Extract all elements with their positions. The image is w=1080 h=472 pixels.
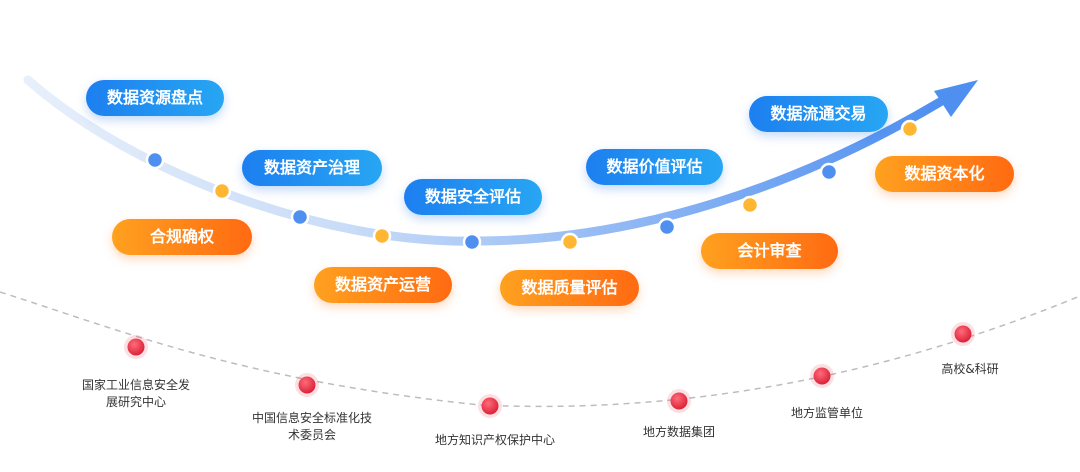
org-node xyxy=(127,338,145,356)
org-node xyxy=(670,392,688,410)
org-label: 中国信息安全标准化技 术委员会 xyxy=(251,411,372,442)
stage-data-security-assessment: 数据安全评估 xyxy=(404,179,542,215)
path-node-orange xyxy=(372,226,392,246)
org-label: 地方知识产权保护中心 xyxy=(434,433,555,447)
stage-compliance-rights: 合规确权 xyxy=(112,219,252,255)
growth-arrow-head xyxy=(934,80,978,117)
path-node-blue xyxy=(819,162,839,182)
stage-data-asset-governance: 数据资产治理 xyxy=(242,150,382,186)
path-node-orange xyxy=(900,119,920,139)
org-label: 地方数据集团 xyxy=(642,425,715,439)
stage-accounting-review: 会计审查 xyxy=(701,233,838,269)
stage-data-asset-operation: 数据资产运营 xyxy=(314,267,452,303)
path-node-orange xyxy=(560,232,580,252)
stage-data-quality-assessment: 数据质量评估 xyxy=(500,270,639,306)
org-label: 地方监管单位 xyxy=(790,406,863,420)
organization-arc xyxy=(0,291,1080,408)
path-node-blue xyxy=(145,150,165,170)
path-node-blue xyxy=(290,207,310,227)
path-node-blue xyxy=(657,217,677,237)
path-node-orange xyxy=(740,195,760,215)
org-label: 高校&科研 xyxy=(941,362,999,376)
org-node xyxy=(954,325,972,343)
stage-data-resource-inventory: 数据资源盘点 xyxy=(86,80,224,116)
org-node xyxy=(298,376,316,394)
stage-data-capitalization: 数据资本化 xyxy=(875,156,1014,192)
path-node-blue xyxy=(462,232,482,252)
org-label: 国家工业信息安全发 展研究中心 xyxy=(81,378,190,409)
org-node xyxy=(813,367,831,385)
stage-data-circulation-trading: 数据流通交易 xyxy=(749,96,888,132)
org-node xyxy=(481,397,499,415)
path-node-orange xyxy=(212,181,232,201)
stage-data-value-assessment: 数据价值评估 xyxy=(586,149,723,185)
